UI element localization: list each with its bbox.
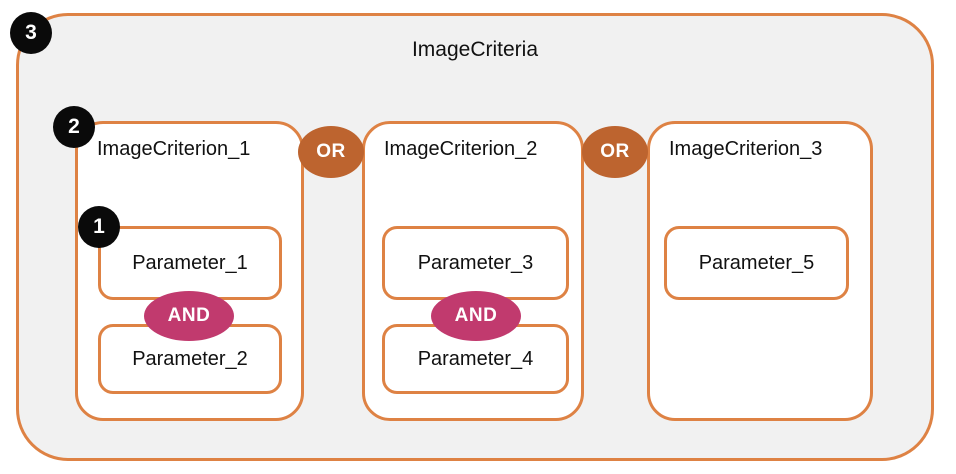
parameter-3-box: Parameter_3 (382, 226, 569, 300)
parameter-2-label: Parameter_2 (132, 347, 248, 370)
parameter-1-box: Parameter_1 (98, 226, 282, 300)
step-marker-1: 1 (78, 206, 120, 248)
parameter-4-label: Parameter_4 (417, 347, 534, 370)
image-criterion-2-label: ImageCriterion_2 (384, 138, 538, 160)
step-marker-3: 3 (10, 12, 52, 54)
parameter-3-label: Parameter_3 (417, 251, 534, 274)
image-criterion-2-box: ImageCriterion_2 Parameter_3 AND Paramet… (362, 121, 584, 421)
step-marker-2: 2 (53, 106, 95, 148)
or-badge-2: OR (582, 126, 648, 178)
parameter-4-box: Parameter_4 (382, 324, 569, 394)
parameter-5-box: Parameter_5 (664, 226, 849, 300)
and-badge-2: AND (431, 291, 521, 341)
image-criterion-3-box: ImageCriterion_3 Parameter_5 (647, 121, 873, 421)
image-criterion-3-label: ImageCriterion_3 (669, 138, 823, 160)
and-badge-1: AND (144, 291, 234, 341)
or-badge-1: OR (298, 126, 364, 178)
parameter-1-label: Parameter_1 (132, 251, 248, 274)
image-criterion-1-box: ImageCriterion_1 Parameter_1 AND Paramet… (75, 121, 304, 421)
image-criterion-1-label: ImageCriterion_1 (97, 138, 251, 160)
parameter-5-label: Parameter_5 (698, 251, 815, 274)
image-criteria-title: ImageCriteria (411, 38, 539, 61)
image-criteria-container: ImageCriteria ImageCriterion_1 Parameter… (16, 13, 934, 461)
